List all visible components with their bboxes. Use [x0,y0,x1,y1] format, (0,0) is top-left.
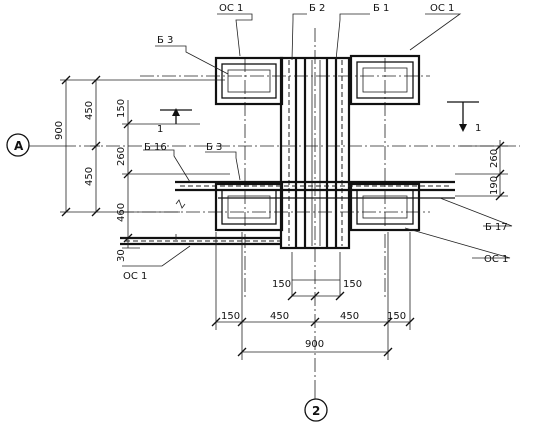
bottom-dimension-chain [211,232,415,360]
dim-left-460: 460 [116,203,127,222]
left-dimension-chain [60,75,230,249]
label-b16: Б 16 [144,142,167,153]
label-b17: Б 17 [485,222,508,233]
label-os1-bottom-right: ОС 1 [484,254,508,265]
dim-bottom-450-right: 450 [340,311,359,322]
section-mark-right-label: 1 [475,123,481,134]
leader-lines [122,13,513,267]
axis-a-marker [6,133,62,157]
dim-left-450-top: 450 [84,101,95,120]
dim-left-900: 900 [54,121,65,140]
central-beams [279,56,351,250]
label-os1-top-left: ОС 1 [219,3,243,14]
dim-bottom-150-right: 150 [387,311,406,322]
label-b3-top: Б 3 [157,35,173,46]
dim-center-150-left: 150 [272,279,291,290]
label-os1-top-right: ОС 1 [430,3,454,14]
center-dimension [287,252,345,301]
axis-2-label: 2 [312,404,320,418]
axis-lines [62,28,520,392]
label-os1-bottom-left: ОС 1 [123,271,147,282]
label-b1: Б 1 [373,3,389,14]
axis-2-marker [304,392,328,422]
dim-center-150-right: 150 [343,279,362,290]
dim-right-190: 190 [489,176,500,195]
dim-bottom-900: 900 [305,339,324,350]
dim-bottom-450-left: 450 [270,311,289,322]
dim-right-260: 260 [489,149,500,168]
dim-bottom-150-left: 150 [221,311,240,322]
middle-horizontal-beams [120,180,455,246]
break-marks [175,199,186,240]
dim-left-30: 30 [116,249,127,262]
plate-top-right [349,54,421,106]
dim-left-150: 150 [116,99,127,118]
section-mark-right [447,101,479,132]
plate-bottom-left [214,182,284,232]
dim-left-260: 260 [116,147,127,166]
section-mark-left [160,108,192,124]
section-mark-left-label: 1 [157,124,163,135]
plate-bottom-right [349,182,421,232]
plate-top-left [214,56,284,106]
dim-left-450-bottom: 450 [84,167,95,186]
axis-a-label: А [14,139,24,153]
label-b3-mid: Б 3 [206,142,222,153]
right-dimension-chain [455,140,508,201]
label-b2: Б 2 [309,3,325,14]
